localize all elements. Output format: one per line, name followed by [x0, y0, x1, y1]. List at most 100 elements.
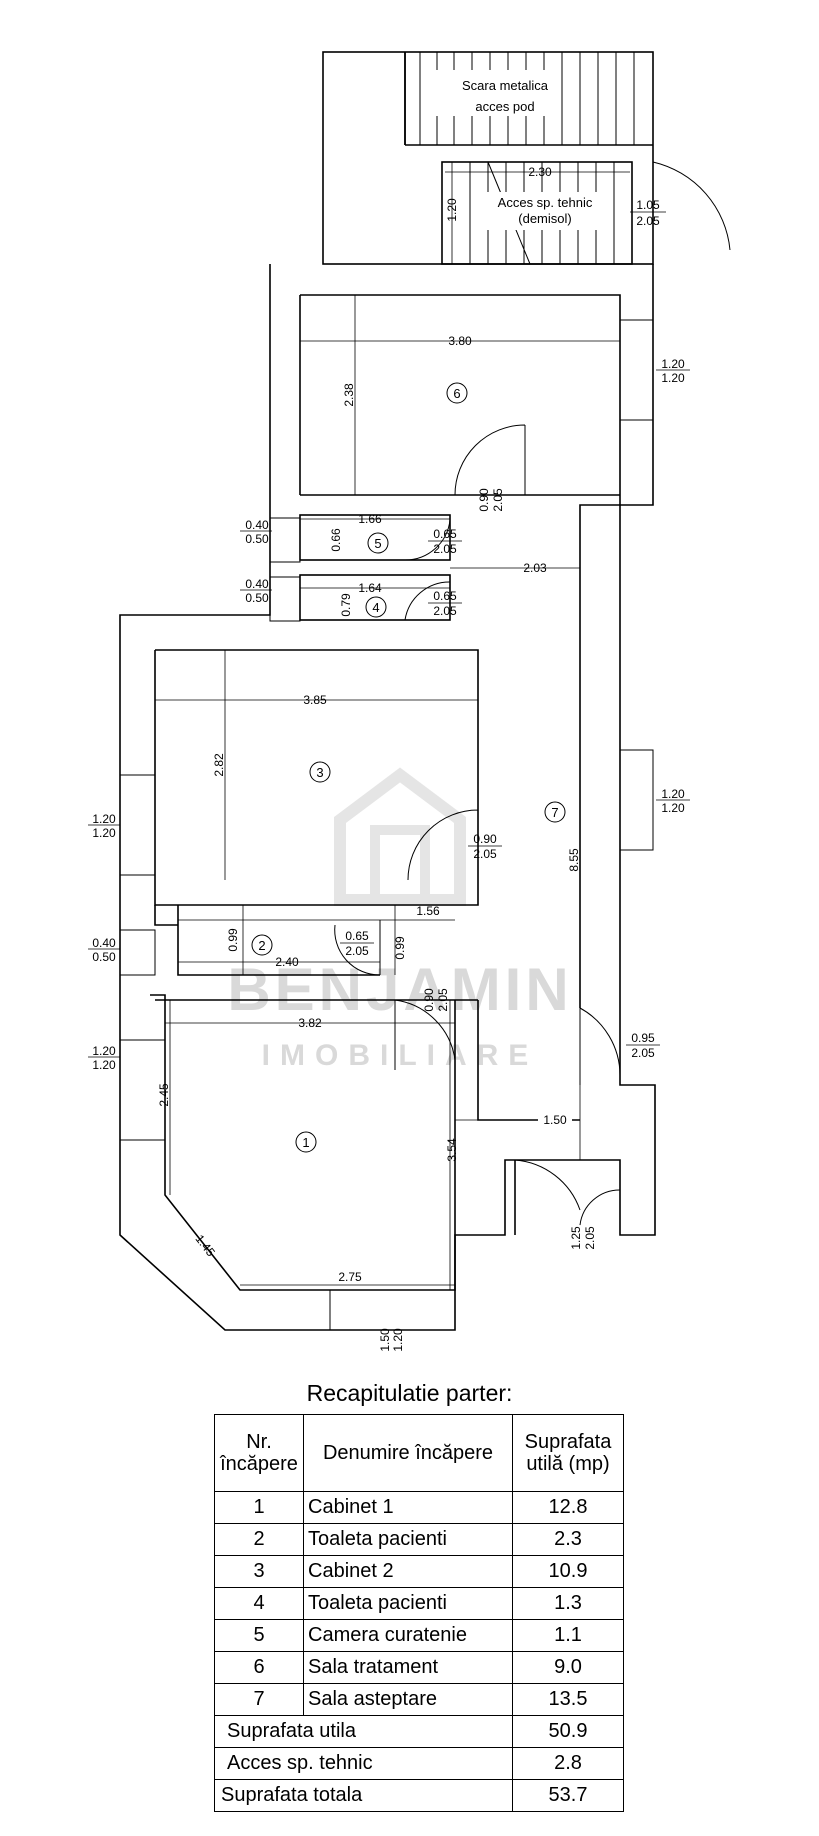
row-area: 2.3: [512, 1523, 624, 1556]
dim-166: 1.66: [358, 512, 382, 526]
door-4-w: 0.65: [433, 589, 457, 603]
floor-plan: BENJAMIN IMOBILIARE Scara metalica: [88, 51, 731, 1352]
win-4-h: 0.50: [245, 591, 269, 605]
win-7-h: 1.20: [661, 801, 685, 815]
dim-079: 0.79: [339, 593, 353, 617]
dim-230: 2.30: [528, 165, 552, 179]
tech-access-label-1: Acces sp. tehnic: [498, 195, 593, 210]
win-3-h: 1.20: [92, 826, 116, 840]
header-name: Denumire încăpere: [303, 1414, 513, 1492]
stair-label-1: Scara metalica: [462, 78, 549, 93]
room-4: 1.64 0.79 4 0.65 2.05 0.40 0.50: [240, 576, 462, 622]
row-area: 1.1: [512, 1619, 624, 1652]
row-area: 1.3: [512, 1587, 624, 1620]
door-4-h: 2.05: [433, 604, 457, 618]
room-label-3: 3: [316, 765, 323, 780]
room-1: 0.90 2.05 3.82 2.45 3.54 1 1.45 2.75 1.2…: [88, 988, 459, 1352]
win-7-w: 1.20: [661, 787, 685, 801]
stair-section: Scara metalica acces pod Acces sp. tehni…: [322, 51, 731, 265]
door-7-w: 0.95: [631, 1031, 655, 1045]
building-walls: [119, 264, 656, 1331]
dim-145: 1.45: [192, 1232, 218, 1259]
dim-354: 3.54: [445, 1138, 459, 1162]
door-ent-w: 1.25: [569, 1226, 583, 1250]
win-6-w: 1.20: [661, 357, 685, 371]
row-name: Toaleta pacienti: [303, 1587, 513, 1620]
room-5: 1.66 0.66 5 0.65 2.05 0.40 0.50 2.03: [240, 512, 580, 575]
dim-380: 3.80: [448, 334, 472, 348]
row-nr: 6: [214, 1651, 304, 1684]
win-1-w: 1.20: [92, 1044, 116, 1058]
total-area: 53.7: [512, 1779, 624, 1812]
dim-855: 8.55: [567, 848, 581, 872]
row-area: 9.0: [512, 1651, 624, 1684]
header-area: Suprafata utilă (mp): [512, 1414, 624, 1492]
total-area: 50.9: [512, 1715, 624, 1748]
recap-table: Nr. încăpere Denumire încăpere Suprafata…: [214, 1414, 624, 1812]
dim-164: 1.64: [358, 581, 382, 595]
row-area: 13.5: [512, 1683, 624, 1716]
table-row: 1 Cabinet 1 12.8: [214, 1491, 624, 1524]
dim-275: 2.75: [338, 1270, 362, 1284]
stair-label-2: acces pod: [475, 99, 534, 114]
win-4-w: 0.40: [245, 577, 269, 591]
door-5-w: 0.65: [433, 527, 457, 541]
watermark-logo: [334, 767, 466, 906]
door-7-h: 2.05: [631, 1046, 655, 1060]
dim-203: 2.03: [523, 561, 547, 575]
dim-282: 2.82: [212, 753, 226, 777]
win-2-w: 0.40: [92, 936, 116, 950]
row-name: Cabinet 1: [303, 1491, 513, 1524]
row-area: 12.8: [512, 1491, 624, 1524]
row-nr: 1: [214, 1491, 304, 1524]
dim-238: 2.38: [342, 383, 356, 407]
door-ent-h: 2.05: [583, 1226, 597, 1250]
room-label-5: 5: [374, 536, 381, 551]
recap-title: Recapitulatie parter:: [306, 1380, 513, 1406]
door-105-w: 1.05: [636, 198, 660, 212]
total-label: Acces sp. tehnic: [214, 1747, 513, 1780]
total-area: 2.8: [512, 1747, 624, 1780]
dim-385: 3.85: [303, 693, 327, 707]
door-3-w: 0.90: [473, 832, 497, 846]
room-2: 1.56 0.99 0.99 2 2.40 0.65 2.05 0.40 0.5…: [88, 904, 455, 976]
total-label: Suprafata totala: [214, 1779, 513, 1812]
row-nr: 3: [214, 1555, 304, 1588]
row-nr: 7: [214, 1683, 304, 1716]
door-2-w: 0.65: [345, 929, 369, 943]
door-6-w: 0.90: [477, 488, 491, 512]
total-row-useful: Suprafata utila 50.9: [214, 1715, 624, 1748]
room-label-1: 1: [302, 1135, 309, 1150]
table-row: 5 Camera curatenie 1.1: [214, 1619, 624, 1652]
recap-header-row: Nr. încăpere Denumire încăpere Suprafata…: [214, 1414, 624, 1492]
win-bot-h: 1.20: [391, 1328, 405, 1352]
total-row-tech: Acces sp. tehnic 2.8: [214, 1747, 624, 1780]
win-1-h: 1.20: [92, 1058, 116, 1072]
total-row-total: Suprafata totala 53.7: [214, 1779, 624, 1812]
row-nr: 5: [214, 1619, 304, 1652]
tech-access-label-2: (demisol): [518, 211, 571, 226]
win-6-h: 1.20: [661, 371, 685, 385]
room-label-4: 4: [372, 600, 379, 615]
room-label-2: 2: [258, 938, 265, 953]
row-name: Cabinet 2: [303, 1555, 513, 1588]
dim-099b: 0.99: [393, 936, 407, 960]
win-5-h: 0.50: [245, 532, 269, 546]
dim-066: 0.66: [329, 528, 343, 552]
row-name: Sala tratament: [303, 1651, 513, 1684]
door-6-h: 2.05: [491, 488, 505, 512]
watermark-text-1: BENJAMIN: [227, 956, 572, 1023]
row-area: 10.9: [512, 1555, 624, 1588]
row-name: Sala asteptare: [303, 1683, 513, 1716]
dim-245: 2.45: [157, 1083, 171, 1107]
room-3: 3.85 2.82 3 0.90 2.05 1.20 1.20: [88, 650, 502, 881]
table-row: 4 Toaleta pacienti 1.3: [214, 1587, 624, 1620]
table-row: 3 Cabinet 2 10.9: [214, 1555, 624, 1588]
dim-120a: 1.20: [445, 198, 459, 222]
row-nr: 2: [214, 1523, 304, 1556]
header-nr: Nr. încăpere: [214, 1414, 304, 1492]
dim-156: 1.56: [416, 904, 440, 918]
dim-150: 1.50: [543, 1113, 567, 1127]
total-label: Suprafata utila: [214, 1715, 513, 1748]
win-2-h: 0.50: [92, 950, 116, 964]
